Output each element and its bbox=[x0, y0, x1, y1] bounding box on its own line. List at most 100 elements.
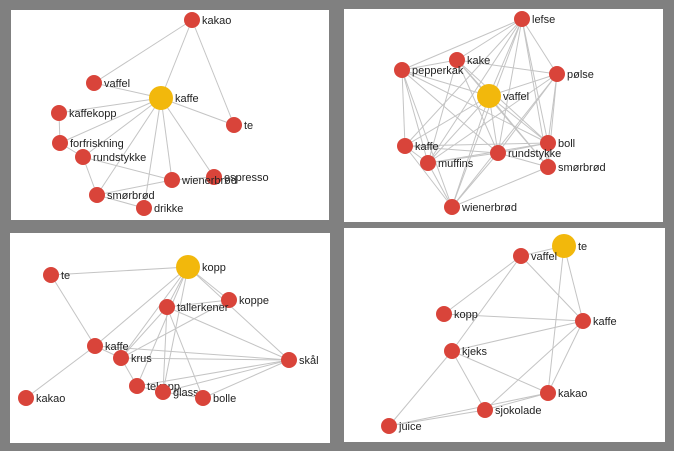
edge-skal-tekopp bbox=[136, 359, 290, 387]
edge-kopp-skal bbox=[187, 266, 290, 361]
node-label-kopp: kopp bbox=[454, 309, 478, 321]
edge-kopp-krus bbox=[120, 266, 189, 359]
edge-lefse-kake bbox=[456, 18, 523, 61]
edge-skal-glass bbox=[162, 359, 290, 393]
edge-rundstykke-smorbrod bbox=[497, 152, 549, 168]
edge-kopp-tekopp bbox=[136, 266, 189, 387]
edge-kakao-vaffel bbox=[93, 19, 193, 84]
node-rundstykke bbox=[490, 145, 506, 161]
edge-pepperkak-kaffe bbox=[401, 69, 406, 147]
edge-lefse-pepperkak bbox=[401, 18, 523, 71]
edge-polse-muffins bbox=[427, 73, 558, 164]
node-muffins bbox=[420, 155, 436, 171]
graph-panel-kopp: kopptekoppetallerkenerkaffekrusskåltekop… bbox=[10, 233, 330, 443]
edge-kakao-juice bbox=[388, 392, 549, 427]
node-label-boll: boll bbox=[558, 138, 575, 150]
edge-smorbrod-wienerbrod bbox=[451, 166, 549, 208]
node-kopp bbox=[436, 306, 452, 322]
node-label-kakao: kakao bbox=[558, 388, 587, 400]
node-label-muffins: muffins bbox=[438, 158, 474, 170]
node-vaffel bbox=[513, 248, 529, 264]
node-label-te: te bbox=[578, 241, 587, 253]
edge-lefse-boll bbox=[521, 18, 549, 144]
edge-kopp-te bbox=[50, 266, 189, 276]
edge-kaffe-rundstykke bbox=[404, 145, 499, 154]
node-tallerkener bbox=[159, 299, 175, 315]
node-label-kaffekopp: kaffekopp bbox=[69, 108, 117, 120]
edge-kake-smorbrod bbox=[456, 59, 549, 168]
edge-kaffe-kaffekopp bbox=[58, 97, 162, 114]
edge-kjeks-sjokolade bbox=[451, 350, 486, 411]
edge-kaffe-sjokolade bbox=[484, 320, 584, 411]
node-forfriskning bbox=[52, 135, 68, 151]
node-label-lefse: lefse bbox=[532, 14, 555, 26]
edge-koppe-tallerkener bbox=[166, 299, 230, 308]
edge-tallerkener-krus bbox=[120, 306, 168, 359]
node-label-bolle: bolle bbox=[213, 393, 236, 405]
node-label-kaffe: kaffe bbox=[415, 141, 439, 153]
node-label-kaffe: kaffe bbox=[593, 316, 617, 328]
edge-te-kaffe bbox=[50, 274, 96, 347]
node-label-te: te bbox=[244, 120, 253, 132]
node-label-espresso: espresso bbox=[224, 172, 269, 184]
edge-kaffe-kakao bbox=[547, 320, 584, 394]
edge-kaffe-espresso bbox=[160, 97, 215, 178]
node-vaffel bbox=[86, 75, 102, 91]
node-label-vaffel: vaffel bbox=[531, 251, 557, 263]
node-label-krus: krus bbox=[131, 353, 152, 365]
edge-vaffel-boll bbox=[488, 95, 549, 144]
edge-smorbrod-drikke bbox=[96, 194, 145, 209]
node-juice bbox=[381, 418, 397, 434]
node-tekopp bbox=[129, 378, 145, 394]
edge-rundstykke-wienerbrod bbox=[451, 152, 499, 208]
node-koppe bbox=[221, 292, 237, 308]
network-graph: kopptekoppetallerkenerkaffekrusskåltekop… bbox=[18, 255, 319, 406]
network-graph: kaffekakaovaffelkaffekoppteforfriskningr… bbox=[51, 12, 269, 216]
hub-node-vaffel bbox=[477, 84, 501, 108]
node-label-kaffe: kaffe bbox=[105, 341, 129, 353]
edge-kopp-kaffe bbox=[443, 313, 584, 322]
edge-kaffe-kakao bbox=[25, 345, 96, 399]
edge-polse-smorbrod bbox=[547, 73, 558, 168]
edge-kake-boll bbox=[456, 59, 549, 144]
node-kakao bbox=[18, 390, 34, 406]
edge-rundstykke-wienerbrod bbox=[82, 156, 173, 181]
edge-vaffel-kaffe bbox=[404, 95, 490, 147]
edge-kake-rundstykke bbox=[456, 59, 499, 154]
node-sjokolade bbox=[477, 402, 493, 418]
node-polse bbox=[549, 66, 565, 82]
edge-kaffe-wienerbrod bbox=[404, 145, 453, 208]
edge-kaffe-kjeks bbox=[451, 320, 584, 352]
edge-kjeks-juice bbox=[388, 350, 453, 427]
node-kake bbox=[449, 52, 465, 68]
node-kaffe bbox=[575, 313, 591, 329]
edge-kake-polse bbox=[456, 59, 558, 75]
edge-vaffel-kjeks bbox=[451, 255, 522, 352]
edge-kaffe-skal bbox=[94, 345, 290, 361]
edge-skal-krus bbox=[120, 357, 290, 361]
edge-kakao-te bbox=[191, 19, 235, 126]
node-glass bbox=[155, 384, 171, 400]
node-label-kaffe: kaffe bbox=[175, 93, 199, 105]
edge-koppe-krus bbox=[120, 299, 230, 359]
edge-te-kaffe bbox=[563, 245, 584, 322]
edge-kaffe-drikke bbox=[143, 97, 162, 209]
edge-kaffe-smorbrod bbox=[96, 97, 162, 196]
hub-node-kaffe bbox=[149, 86, 173, 110]
node-label-sjokolade: sjokolade bbox=[495, 405, 541, 417]
hub-node-te bbox=[552, 234, 576, 258]
node-smorbrod bbox=[89, 187, 105, 203]
node-wienerbrod bbox=[444, 199, 460, 215]
node-skal bbox=[281, 352, 297, 368]
node-label-juice: juice bbox=[398, 421, 422, 433]
edge-tallerkener-skal bbox=[166, 306, 290, 361]
node-label-forfriskning: forfriskning bbox=[70, 138, 124, 150]
node-kaffe bbox=[397, 138, 413, 154]
edge-boll-kaffe bbox=[404, 142, 549, 147]
node-label-smorbrod: smørbrød bbox=[558, 162, 606, 174]
edge-lefse-kaffe bbox=[404, 18, 523, 147]
edge-kjeks-kakao bbox=[451, 350, 549, 394]
